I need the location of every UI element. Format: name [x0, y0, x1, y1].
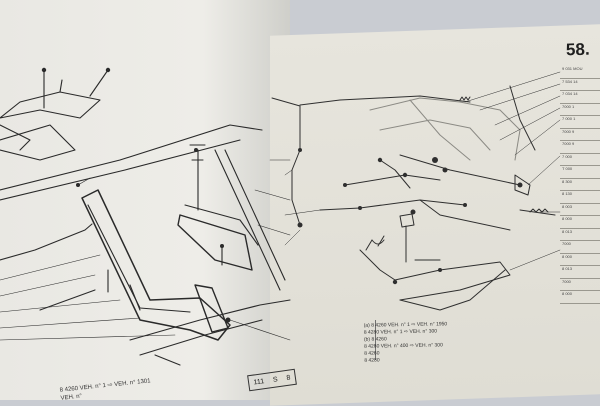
list-item: 7000 1 [560, 104, 600, 116]
list-item: 9 031 MOU [560, 66, 600, 79]
part-number-list: 9 031 MOU 7 534 14 7 034 14 7000 1 7 000… [560, 66, 600, 304]
list-item: 8 300 [560, 179, 600, 191]
list-item: 8 130 [560, 191, 600, 204]
list-item: T 000 [560, 166, 600, 179]
list-item: 8 000 [560, 254, 600, 266]
reference-line: 8 4280 [364, 357, 380, 364]
list-item: 7000 9 [560, 129, 600, 141]
list-item: 8 000 [560, 216, 600, 229]
reference-notes: (a) 8 4260 VEH. n° 1 ⇨ VEH. n° 1950 8 42… [364, 321, 448, 364]
page-number: 58. [565, 39, 590, 60]
reference-line: 8 4280 VEH. n° 400 ⇨ VEH. n° 300 [364, 342, 443, 350]
list-item: 7000 [560, 279, 600, 291]
list-item: 8 013 [560, 229, 600, 241]
list-item: 7 534 14 [560, 79, 600, 91]
page-box-cell: S [272, 375, 279, 384]
list-item: 7 000 1 [560, 116, 600, 129]
reference-line: 8 4280 VEH. n° 1 ⇨ VEH. n° 300 [363, 328, 438, 336]
left-page [0, 0, 290, 400]
list-item: 7000 9 [560, 141, 600, 154]
list-item: 8 013 [560, 266, 600, 279]
list-item: 7 034 14 [560, 91, 600, 104]
list-item: 7000 [560, 241, 600, 254]
list-item: 8 003 [560, 204, 600, 216]
list-item: 7 000 [560, 154, 600, 166]
page-box-cell: 111 [253, 377, 265, 387]
page-box-cell: 8 [285, 373, 291, 382]
list-item: 8 000 [560, 291, 600, 304]
